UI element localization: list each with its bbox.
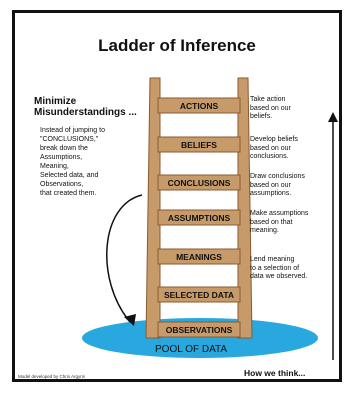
curved-down-arrow [106, 194, 143, 323]
ladder-left-rail [145, 77, 161, 339]
note-line: based on that [250, 218, 293, 226]
up-arrow-head [328, 112, 338, 122]
note-actions: Take action based on our beliefs. [250, 96, 320, 122]
rung-label-meanings: MEANINGS [176, 252, 222, 262]
left-body-line: Selected data, and [40, 172, 99, 179]
ladder-rung [157, 136, 241, 153]
rung-label-conclusions: CONCLUSIONS [167, 178, 231, 188]
curved-arrow-head [124, 314, 136, 326]
note-line: Develop beliefs [250, 136, 298, 143]
rung-label-assumptions: ASSUMPTIONS [167, 213, 231, 223]
note-line: assumptions. [250, 190, 292, 197]
note-beliefs: Develop beliefs based on our conclusions… [250, 136, 320, 162]
model-credit: Model developed by Chris Argyris [18, 374, 86, 379]
note-line: beliefs. [250, 113, 273, 120]
left-body-line: break down the [40, 145, 88, 152]
left-body-line: that created them. [40, 190, 97, 197]
left-heading-line: Minimize [34, 96, 77, 107]
left-body-line: Meaning, [40, 163, 69, 170]
note-line: to a selection of [250, 264, 300, 272]
diagram-title: Ladder of Inference [98, 36, 256, 55]
ladder-rung [157, 174, 241, 191]
left-body-line: Observations, [40, 181, 84, 188]
note-line: data we observed. [250, 273, 308, 280]
note-line: conclusions. [250, 153, 289, 160]
left-body-line: Assumptions, [40, 154, 83, 161]
rung-label-beliefs: BELIEFS [181, 140, 217, 150]
left-body-line: "CONCLUSIONS," [40, 136, 99, 143]
ladder-rung [157, 248, 241, 265]
note-line: Make assumptions [250, 210, 309, 217]
ladder-rung [157, 321, 241, 338]
note-meanings: Lend meaning to a selection of data we o… [250, 256, 320, 282]
pool-of-data-label: POOL OF DATA [155, 344, 228, 355]
left-heading-line: Misunderstandings ... [34, 107, 137, 118]
note-line: Draw conclusions [250, 173, 305, 180]
how-we-think-label: How we think... [244, 368, 306, 378]
left-body-line: Instead of jumping to [40, 127, 105, 134]
left-heading: Minimize Misunderstandings ... [34, 96, 137, 118]
rung-label-observations: OBSERVATIONS [165, 325, 233, 335]
note-line: meaning. [250, 227, 279, 234]
note-conclusions: Draw conclusions based on our assumption… [250, 173, 320, 199]
pool-of-data [82, 318, 318, 358]
note-line: Lend meaning [250, 256, 295, 263]
ladder-rung [157, 209, 241, 226]
note-line: based on our [250, 181, 291, 189]
note-line: Take action [250, 96, 286, 103]
note-assumptions: Make assumptions based on that meaning. [250, 210, 320, 236]
note-line: based on our [250, 144, 291, 152]
ladder-rung [157, 97, 241, 114]
ladder-rung [157, 286, 241, 303]
rung-label-selected-data: SELECTED DATA [163, 290, 235, 300]
note-line: based on our [250, 104, 291, 112]
rung-label-actions: ACTIONS [179, 101, 219, 111]
left-body-text: Instead of jumping to "CONCLUSIONS," bre… [40, 126, 120, 198]
